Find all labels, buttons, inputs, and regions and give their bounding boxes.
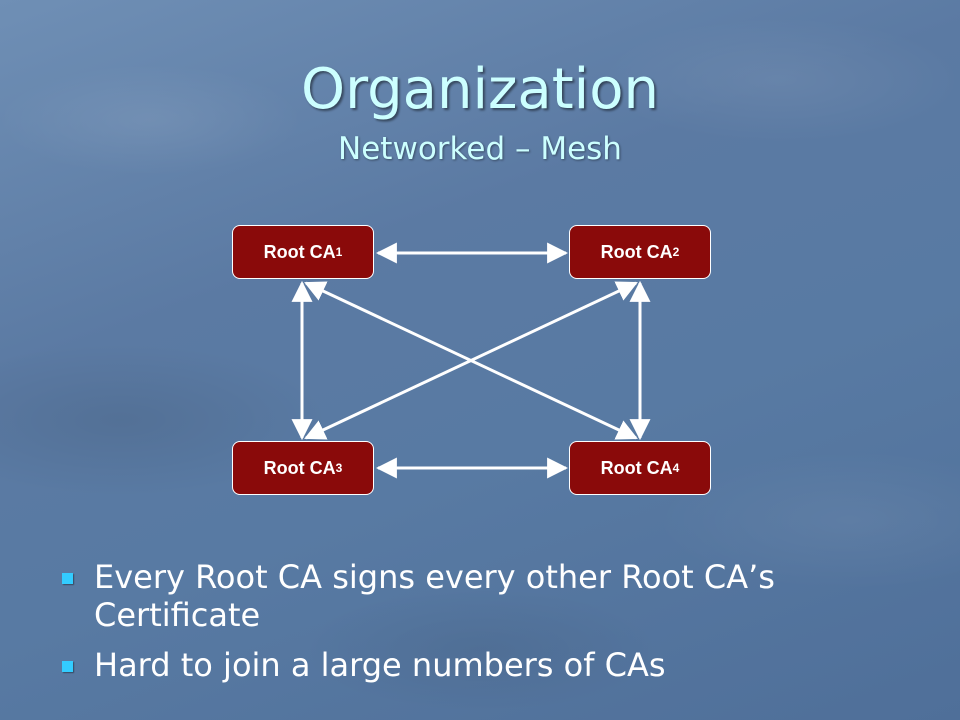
bullet-list: Every Root CA signs every other Root CA’… (60, 558, 920, 696)
slide-subtitle: Networked – Mesh (338, 131, 622, 167)
bullet-item: Hard to join a large numbers of CAs (60, 646, 920, 684)
slide-title: Organization (300, 57, 659, 122)
square-bullet-icon (62, 661, 73, 672)
node-subscript: 4 (672, 461, 680, 475)
bullet-text: Every Root CA signs every other Root CA’… (94, 558, 775, 634)
node-label: Root CA (263, 241, 336, 262)
bullet-item: Every Root CA signs every other Root CA’… (60, 558, 920, 634)
bullet-text: Hard to join a large numbers of CAs (94, 646, 666, 684)
node-label: Root CA (600, 457, 673, 478)
node-subscript: 2 (672, 245, 680, 259)
node-label: Root CA (263, 457, 336, 478)
node-subscript: 1 (335, 245, 343, 259)
square-bullet-icon (62, 573, 73, 584)
node-label: Root CA (600, 241, 673, 262)
node-subscript: 3 (335, 461, 343, 475)
edge-ca2-ca3 (304, 281, 638, 440)
